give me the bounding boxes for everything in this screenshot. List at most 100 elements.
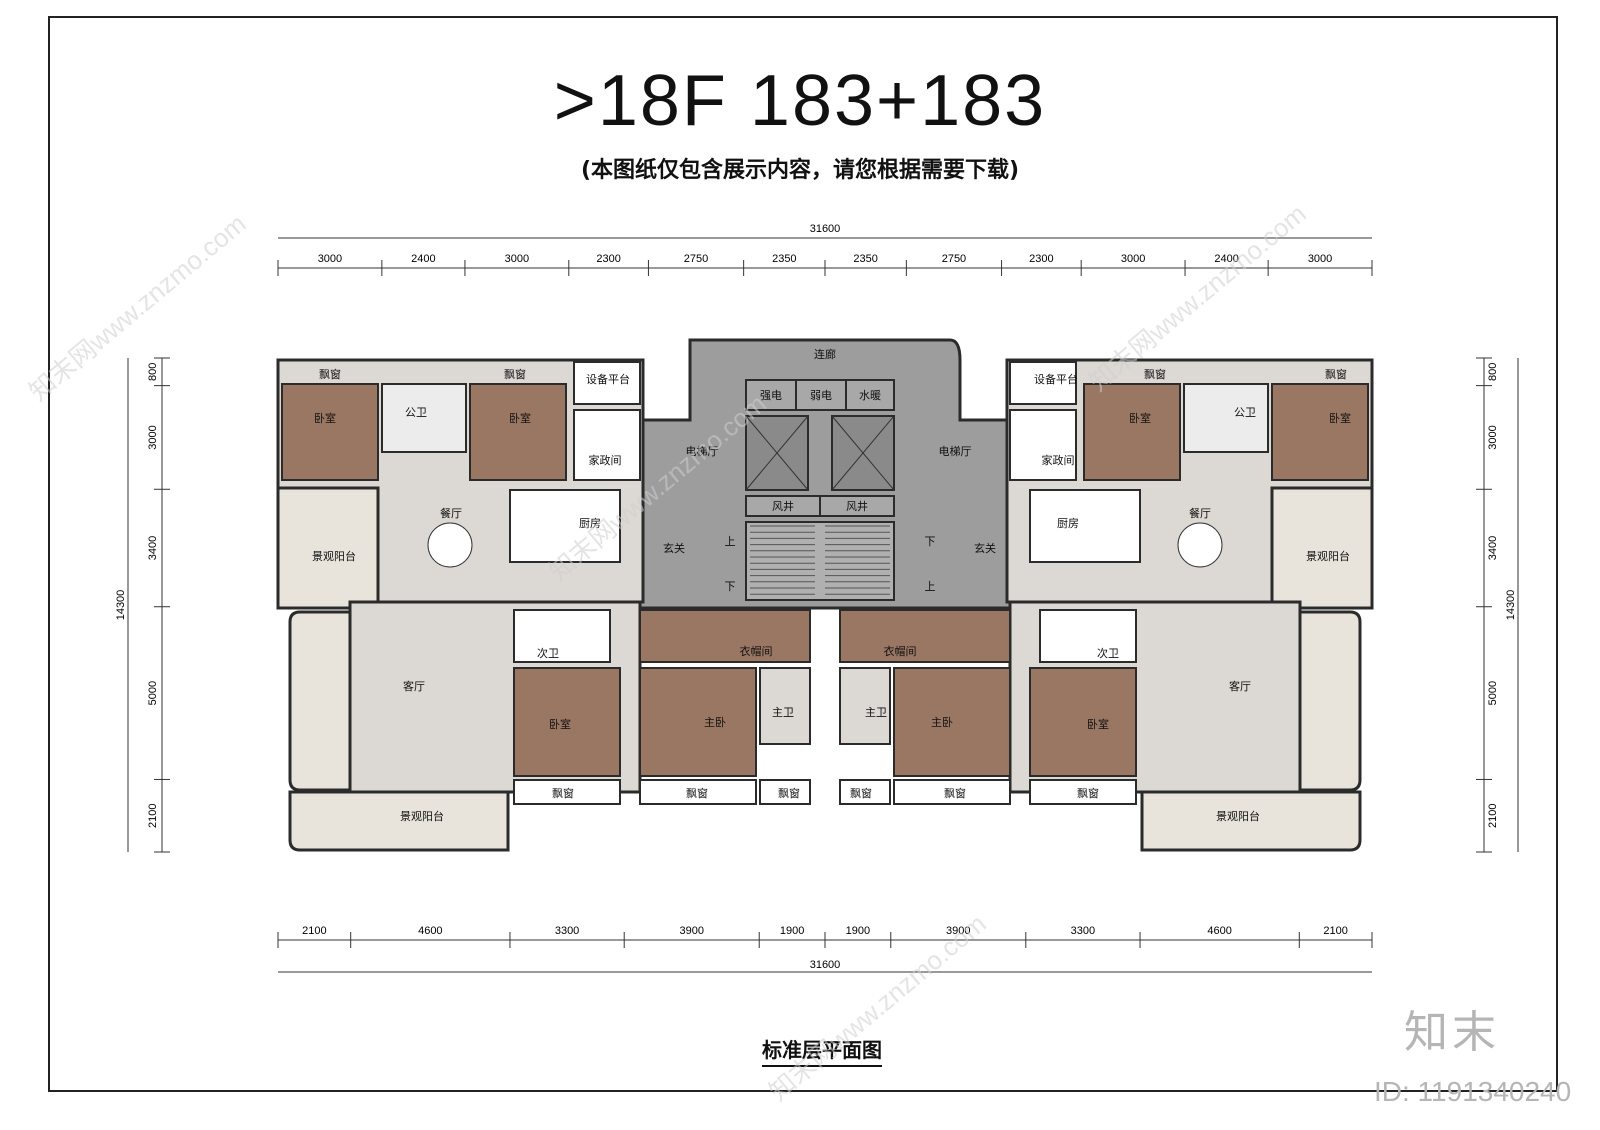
- dim-right-seg-label: 2100: [1487, 803, 1499, 827]
- label-elevator-hall-right: 电梯厅: [939, 445, 972, 458]
- label-bay-window-10: 飘窗: [1077, 786, 1099, 800]
- dimension-top: [277, 237, 1373, 276]
- label-bay-window-3: 飘窗: [552, 786, 574, 800]
- dim-left-seg-label: 800: [147, 363, 159, 381]
- label-up-left: 上: [725, 535, 736, 548]
- label-bay-window-1: 飘窗: [319, 367, 341, 381]
- image-id: ID: 1191340240: [1374, 1076, 1572, 1107]
- dim-bottom-seg-label: 4600: [418, 925, 442, 937]
- dim-top-seg-label: 2300: [596, 253, 620, 265]
- dim-top-seg-label: 3000: [1121, 253, 1145, 265]
- dim-right-seg-label: 5000: [1487, 681, 1499, 705]
- drawing-subtitle: (本图纸仅包含展示内容，请您根据需要下载): [580, 158, 1020, 183]
- dim-top-seg-label: 3000: [318, 253, 342, 265]
- label-bay-window-9: 飘窗: [944, 786, 966, 800]
- dim-left-seg-label: 3000: [147, 425, 159, 449]
- label-dining-right: 餐厅: [1189, 506, 1211, 520]
- label-bedroom-2: 卧室: [509, 411, 531, 425]
- dim-top-seg-label: 2300: [1029, 253, 1053, 265]
- label-bedroom-5: 卧室: [1329, 411, 1351, 425]
- dim-bottom-seg-label: 3300: [1071, 925, 1095, 937]
- dim-right-seg-label: 3400: [1487, 536, 1499, 560]
- label-master-bedroom-left: 主卧: [704, 716, 726, 729]
- dim-right-total: 14300: [1505, 590, 1517, 621]
- label-dining-left: 餐厅: [440, 506, 462, 520]
- dim-left-seg-label: 2100: [147, 803, 159, 827]
- label-cloakroom-left: 衣帽间: [740, 644, 773, 658]
- dim-bottom-seg-label: 3900: [679, 925, 703, 937]
- dining-table-right: [1177, 522, 1223, 568]
- label-second-bath-left: 次卫: [537, 646, 559, 660]
- dim-top-seg-label: 2750: [942, 253, 966, 265]
- label-down-left: 下: [725, 580, 736, 593]
- dim-top-seg-label: 2750: [684, 253, 708, 265]
- label-elevator-hall-left: 电梯厅: [686, 445, 719, 458]
- label-bay-window-4: 飘窗: [686, 786, 708, 800]
- dim-top-seg-label: 2350: [772, 253, 796, 265]
- dim-bottom-seg-label: 3900: [946, 925, 970, 937]
- label-master-bath-left: 主卫: [772, 706, 794, 719]
- label-weak-elec: 弱电: [810, 389, 832, 402]
- dim-left-seg-label: 5000: [147, 681, 159, 705]
- dim-bottom-seg-label: 2100: [302, 925, 326, 937]
- label-down-right: 下: [925, 535, 936, 548]
- label-living-left: 客厅: [403, 679, 425, 693]
- dim-top-seg-label: 2400: [411, 253, 435, 265]
- label-equipment-right: 设备平台: [1034, 372, 1078, 386]
- label-housekeeping-right: 家政间: [1042, 453, 1075, 467]
- dim-bottom-total: 31600: [810, 959, 841, 971]
- dim-left-total: 14300: [115, 590, 127, 621]
- label-balcony-left-1: 景观阳台: [312, 549, 356, 563]
- label-master-bedroom-right: 主卧: [931, 716, 953, 729]
- label-housekeeping-left: 家政间: [589, 453, 622, 467]
- label-air-shaft-right: 风井: [846, 499, 868, 513]
- label-corridor: 连廊: [814, 347, 836, 361]
- label-bay-window-6: 飘窗: [1144, 367, 1166, 381]
- right-unit: [839, 358, 1374, 852]
- plan-caption: 标准层平面图: [762, 1034, 882, 1067]
- dim-bottom-seg-label: 3300: [555, 925, 579, 937]
- dim-top-seg-label: 3000: [505, 253, 529, 265]
- label-balcony-left-2: 景观阳台: [400, 809, 444, 823]
- dim-bottom-seg-label: 1900: [846, 925, 870, 937]
- dim-right-seg-label: 3000: [1487, 425, 1499, 449]
- dim-top-total: 31600: [810, 223, 841, 235]
- dining-table-left: [427, 522, 473, 568]
- label-bay-window-8: 飘窗: [850, 786, 872, 800]
- label-bedroom-1: 卧室: [314, 411, 336, 425]
- utility-rooms: [745, 379, 895, 411]
- label-balcony-right-1: 景观阳台: [1306, 549, 1350, 563]
- left-unit: [276, 358, 811, 852]
- dim-left-seg-label: 3400: [147, 536, 159, 560]
- dimension-bottom: [277, 932, 1373, 973]
- label-bedroom-3: 卧室: [549, 717, 571, 731]
- label-water-heat: 水暖: [859, 389, 881, 402]
- dimension-right: [1483, 358, 1519, 852]
- label-second-bath-right: 次卫: [1097, 646, 1119, 660]
- label-up-right: 上: [925, 580, 936, 593]
- label-air-shaft-left: 风井: [772, 499, 794, 513]
- drawing-title: >18F 183+183: [553, 61, 1047, 141]
- dim-right-seg-label: 800: [1487, 363, 1499, 381]
- watermark-logo: 知末: [1404, 1007, 1500, 1058]
- label-kitchen-left: 厨房: [579, 517, 601, 530]
- dim-bottom-seg-label: 2100: [1323, 925, 1347, 937]
- dim-top-seg-label: 3000: [1308, 253, 1332, 265]
- label-bay-window-2: 飘窗: [504, 367, 526, 381]
- dim-top-seg-label: 2350: [853, 253, 877, 265]
- label-bay-window-7: 飘窗: [1325, 367, 1347, 381]
- label-master-bath-right: 主卫: [865, 706, 887, 719]
- label-equipment-left: 设备平台: [586, 372, 630, 386]
- label-foyer-right: 玄关: [974, 541, 996, 555]
- label-bay-window-5: 飘窗: [778, 786, 800, 800]
- label-public-bath-right: 公卫: [1234, 406, 1256, 419]
- dimension-left: [127, 358, 163, 852]
- stairs: [745, 521, 895, 601]
- label-cloakroom-right: 衣帽间: [884, 644, 917, 658]
- label-bedroom-4: 卧室: [1129, 411, 1151, 425]
- dim-bottom-seg-label: 4600: [1207, 925, 1231, 937]
- drawing-frame: [48, 16, 1558, 1092]
- dim-top-seg-label: 2400: [1214, 253, 1238, 265]
- label-public-bath-left: 公卫: [405, 406, 427, 419]
